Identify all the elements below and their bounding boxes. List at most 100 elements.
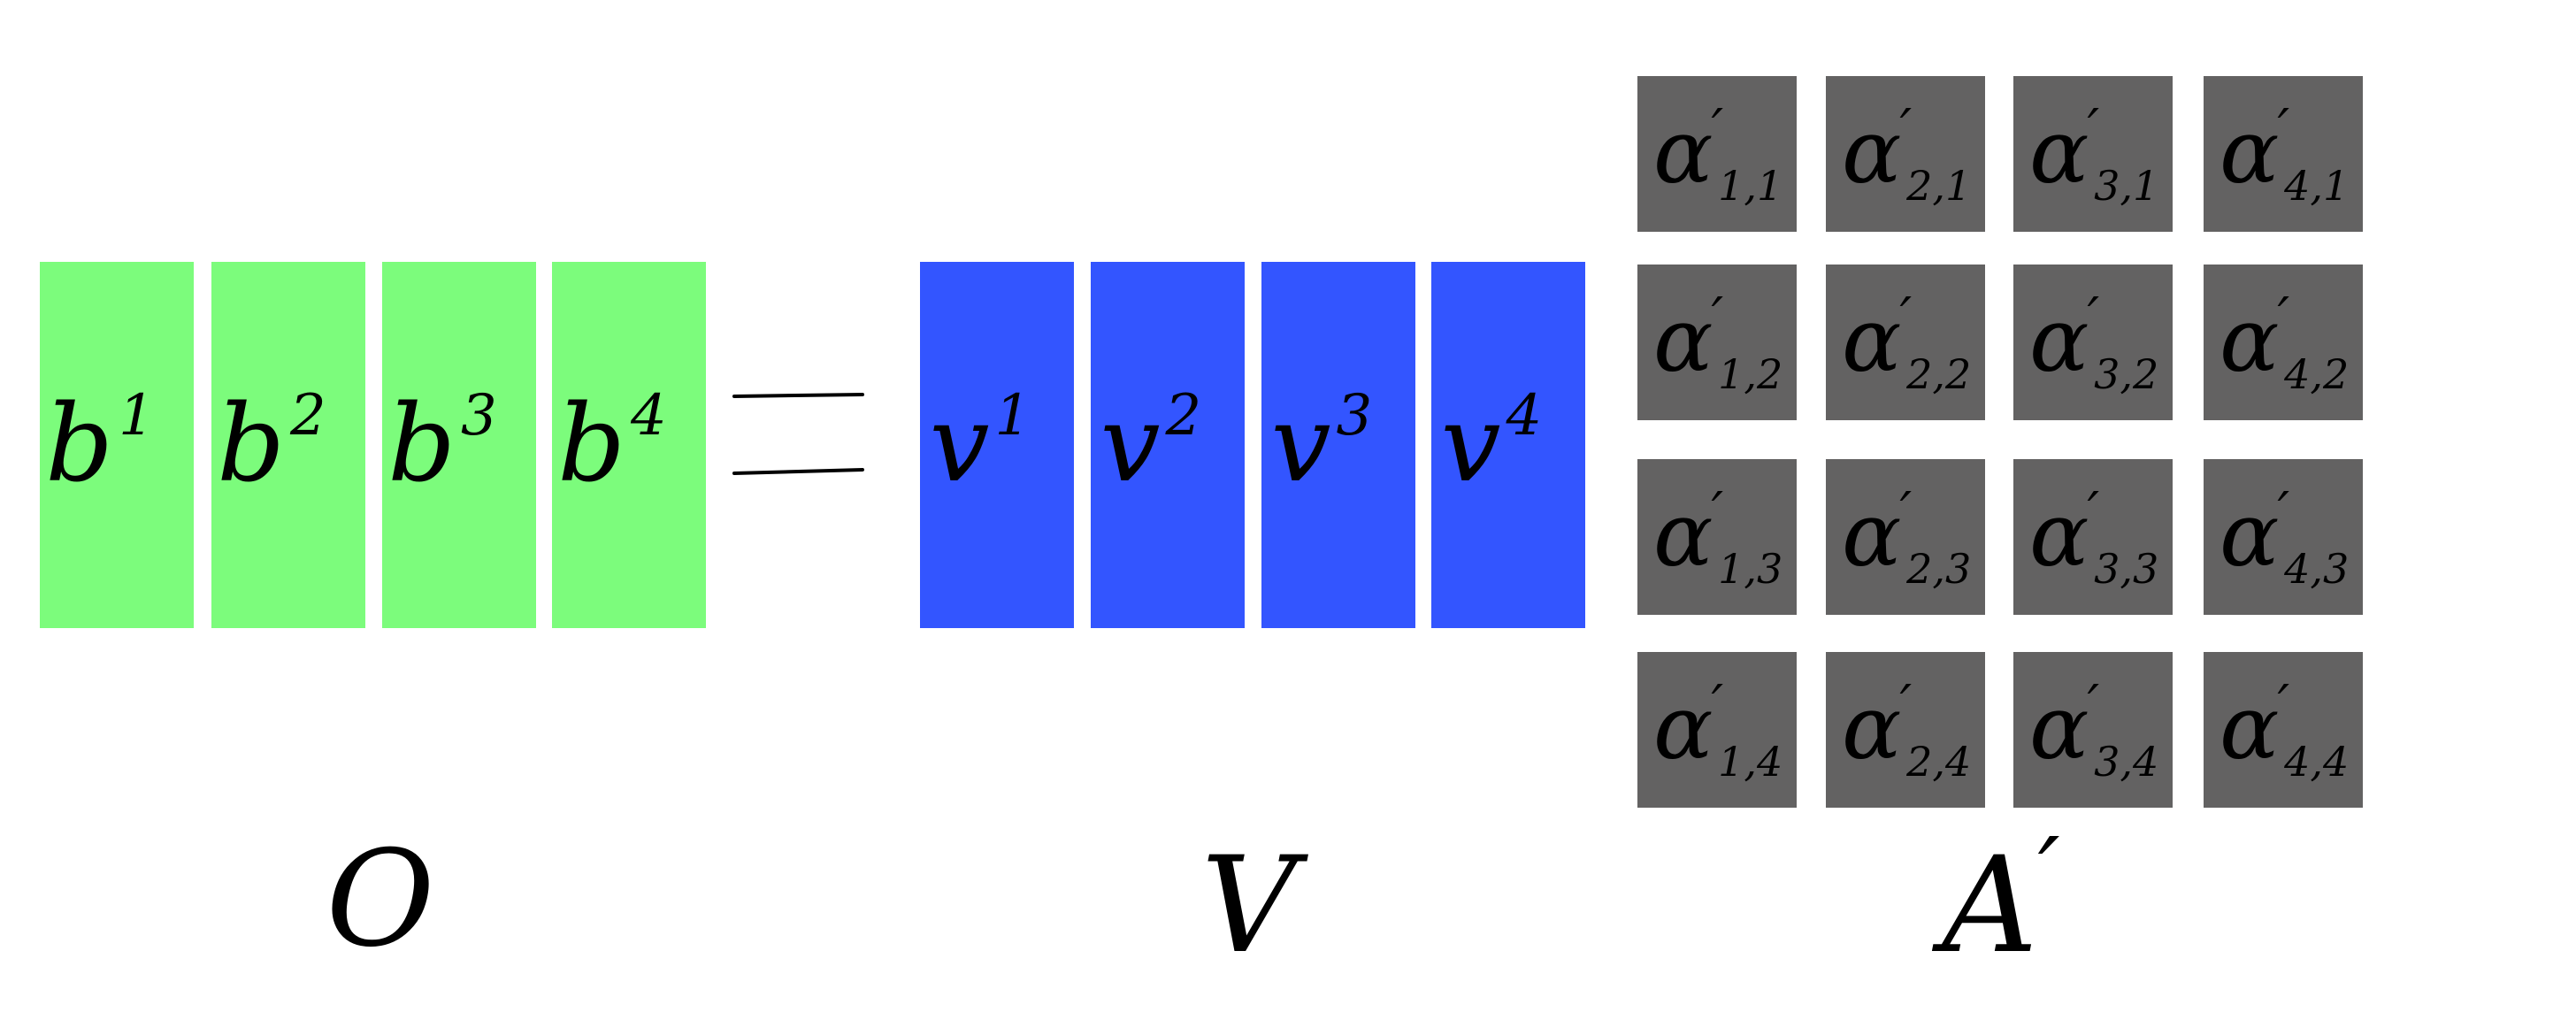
output-vector-superscript: 1: [119, 383, 155, 449]
attention-matrix-prime: ′: [2038, 817, 2060, 930]
attention-weight-prime: ′: [2278, 287, 2290, 349]
attention-cell-block: [1826, 76, 1985, 232]
value-vector-symbol: v: [1100, 383, 1161, 506]
attention-cell: α′2,1: [1826, 76, 1985, 232]
attention-cell-label: α′3,2: [2029, 287, 2158, 398]
value-vector-label: v4: [1441, 383, 1543, 506]
value-vector-label: v1: [930, 383, 1031, 506]
output-vector-4: b4: [552, 262, 706, 628]
attention-cell: α′3,4: [2013, 652, 2173, 808]
attention-cell: α′2,3: [1826, 459, 1985, 615]
value-vector-3: v3: [1261, 262, 1415, 628]
value-vector-superscript: 2: [1165, 383, 1202, 449]
attention-cell-label: α′1,1: [1653, 98, 1782, 210]
attention-cell: α′4,3: [2204, 459, 2363, 615]
output-vector-block: [382, 262, 536, 628]
attention-cell-label: α′1,3: [1653, 481, 1782, 593]
attention-cell-block: [2204, 459, 2363, 615]
attention-weight-prime: ′: [2278, 481, 2290, 543]
attention-cell: α′4,2: [2204, 265, 2363, 420]
output-vector-superscript: 4: [630, 383, 667, 449]
attention-weight-symbol: α: [2029, 288, 2089, 392]
equals-bottom-stroke: [732, 468, 864, 475]
attention-cell-block: [1826, 652, 1985, 808]
attention-weight-symbol: α: [2029, 483, 2089, 587]
value-vector-block: [1091, 262, 1245, 628]
attention-weight-prime: ′: [1712, 674, 1724, 736]
equals-top-stroke: [732, 393, 864, 398]
attention-cell-label: α′3,1: [2029, 98, 2158, 210]
output-vector-block: [211, 262, 365, 628]
value-vector-2: v2: [1091, 262, 1245, 628]
attention-cell-label: α′4,1: [2220, 98, 2349, 210]
attention-weight-symbol: α: [1842, 100, 1902, 203]
attention-weight-subscript: 3,2: [2094, 350, 2158, 398]
value-vector-block: [1261, 262, 1415, 628]
output-vector-label: b4: [557, 383, 667, 506]
attention-weight-prime: ′: [1900, 674, 1913, 736]
output-vector-block: [40, 262, 194, 628]
attention-weight-subscript: 4,2: [2283, 350, 2349, 398]
attention-cell-label: α′3,3: [2029, 481, 2158, 593]
attention-weight-subscript: 1,3: [1718, 545, 1782, 593]
attention-cell-label: α′2,1: [1842, 98, 1971, 210]
attention-weight-subscript: 2,4: [1905, 738, 1971, 786]
attention-cell: α′1,3: [1637, 459, 1797, 615]
attention-cell-block: [1637, 265, 1797, 420]
attention-weight-symbol: α: [1842, 483, 1902, 587]
value-vector-label: v3: [1271, 383, 1373, 506]
attention-cell: α′3,2: [2013, 265, 2173, 420]
attention-cell-block: [1637, 652, 1797, 808]
attention-cell-block: [1826, 265, 1985, 420]
attention-weight-symbol: α: [2220, 100, 2280, 203]
attention-weight-prime: ′: [2278, 98, 2290, 160]
value-vector-symbol: v: [1441, 383, 1501, 506]
attention-matrix-label: A′: [1931, 817, 2059, 983]
output-vector-block: [552, 262, 706, 628]
attention-cell-label: α′3,4: [2029, 674, 2158, 786]
output-vector-superscript: 2: [289, 383, 326, 449]
attention-cell-block: [2204, 76, 2363, 232]
attention-cell-block: [1826, 459, 1985, 615]
attention-weight-symbol: α: [1653, 100, 1714, 203]
output-vector-label: b3: [387, 383, 497, 506]
value-matrix-label: V: [1201, 829, 1309, 983]
attention-weight-subscript: 1,2: [1718, 350, 1782, 398]
value-vector-label: v2: [1100, 383, 1202, 506]
attention-cell-block: [2204, 652, 2363, 808]
attention-cell: α′1,1: [1637, 76, 1797, 232]
value-vector-block: [920, 262, 1074, 628]
attention-cell: α′1,2: [1637, 265, 1797, 420]
attention-weight-symbol: α: [2220, 288, 2280, 392]
attention-matrix-letter: A: [1931, 829, 2037, 983]
attention-weight-prime: ′: [1712, 287, 1724, 349]
attention-weight-symbol: α: [2220, 483, 2280, 587]
output-vector-1: b1: [40, 262, 194, 628]
attention-cell-label: α′2,2: [1842, 287, 1971, 398]
output-vector-symbol: b: [45, 383, 113, 506]
attention-weight-subscript: 2,3: [1905, 545, 1971, 593]
output-vector-2: b2: [211, 262, 365, 628]
value-vector-superscript: 4: [1506, 383, 1543, 449]
attention-weight-prime: ′: [2088, 481, 2100, 543]
attention-weight-subscript: 1,4: [1718, 738, 1782, 786]
value-vector-1: v1: [920, 262, 1074, 628]
attention-weight-prime: ′: [1900, 98, 1913, 160]
attention-weight-subscript: 2,2: [1905, 350, 1971, 398]
attention-weight-prime: ′: [2278, 674, 2290, 736]
attention-cell-block: [2013, 76, 2173, 232]
attention-weight-symbol: α: [2029, 676, 2089, 779]
attention-weight-prime: ′: [1900, 287, 1913, 349]
attention-weight-prime: ′: [1712, 98, 1724, 160]
attention-weight-subscript: 4,4: [2283, 738, 2349, 786]
attention-cell-label: α′4,4: [2220, 674, 2349, 786]
attention-cell-label: α′2,4: [1842, 674, 1971, 786]
attention-cell: α′2,4: [1826, 652, 1985, 808]
attention-weight-subscript: 4,3: [2283, 545, 2349, 593]
output-vector-symbol: b: [387, 383, 456, 506]
attention-weight-prime: ′: [2088, 98, 2100, 160]
attention-weight-subscript: 3,4: [2094, 738, 2158, 786]
attention-cell-block: [1637, 76, 1797, 232]
attention-weight-subscript: 2,1: [1905, 162, 1971, 210]
